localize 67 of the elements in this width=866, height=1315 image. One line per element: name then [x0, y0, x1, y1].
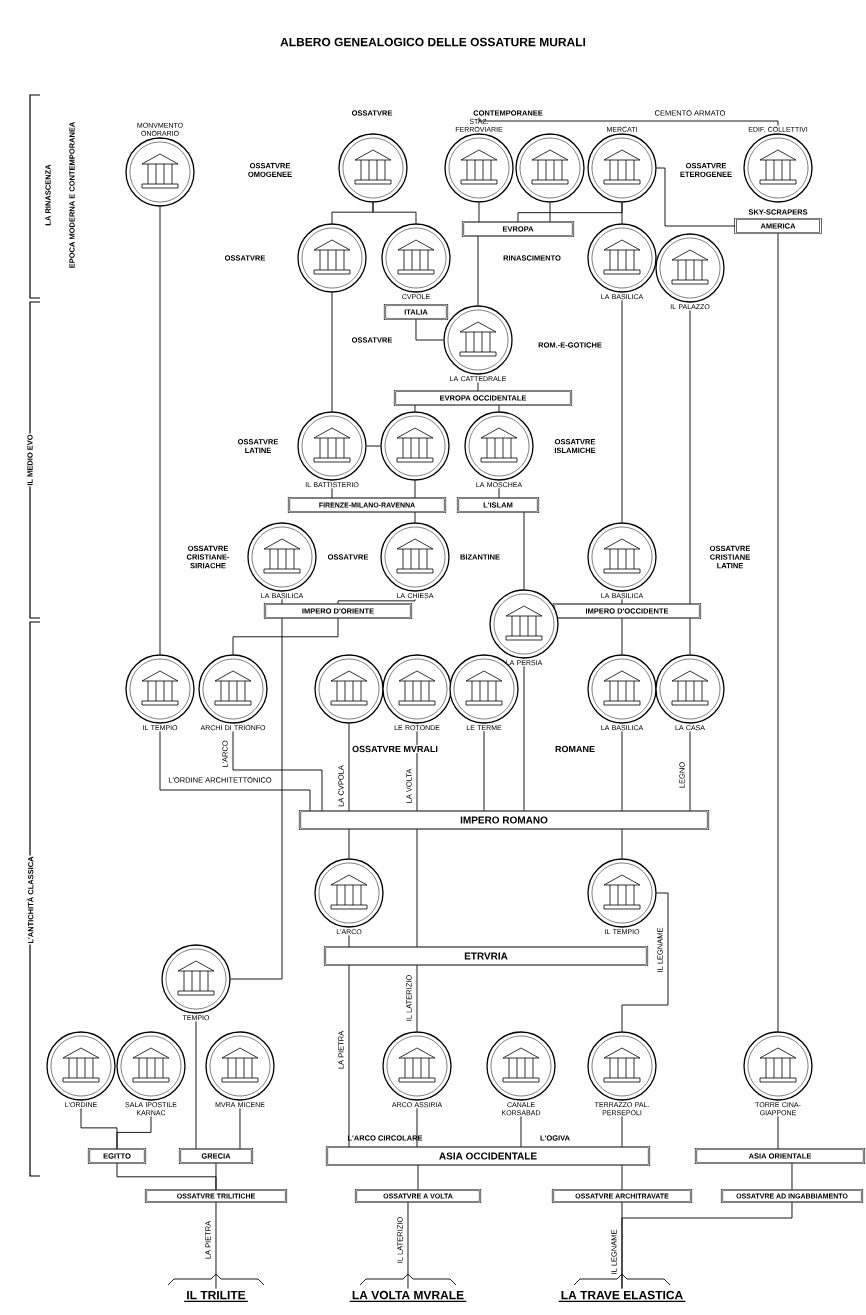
connector-line [239, 1107, 241, 1150]
connector-line [498, 487, 500, 499]
connector-line [621, 299, 623, 523]
connector-line [416, 730, 418, 812]
banner: ASIA OCCIDENTALE [325, 1145, 651, 1167]
connector-line [414, 480, 416, 499]
connector-line [549, 202, 551, 223]
connector-line [477, 235, 479, 306]
connector-line [621, 828, 623, 859]
connector-line [483, 730, 485, 812]
connector-line [366, 445, 381, 447]
connector-line [621, 1201, 623, 1289]
connector-line [348, 723, 350, 812]
connector-line [621, 617, 623, 655]
group-label: OSSATVRE MVRALI [351, 745, 439, 753]
connector-line [372, 202, 417, 224]
underlined-title: LA TRAVE ELASTICA [558, 1290, 686, 1303]
connector-line [689, 730, 691, 812]
connector-line [621, 730, 623, 812]
connector-line [416, 828, 418, 948]
connector-line [407, 1201, 409, 1289]
connector-line [281, 598, 283, 605]
connector-line [348, 934, 350, 948]
connector-line [621, 202, 623, 224]
connector-line [348, 828, 350, 859]
connector-line [621, 1115, 623, 1148]
title: ALBERO GENEALOGICO DELLE OSSATURE MURALI [280, 37, 586, 47]
connector-line [416, 1107, 418, 1148]
connector-line [498, 404, 500, 412]
connector-line [415, 318, 444, 341]
connector-line [331, 292, 333, 412]
connector-line [656, 167, 736, 227]
connector-line [337, 598, 416, 605]
connector-line [159, 206, 161, 655]
connector-line [621, 1164, 623, 1191]
connector-line [232, 617, 339, 655]
underlined-title: LA VOLTA MVRALE [349, 1290, 467, 1303]
underlined-title: IL TRILITE [183, 1290, 249, 1302]
connector-line [414, 511, 416, 523]
connector-line [331, 487, 333, 499]
connector-line [523, 665, 525, 812]
connector-line [416, 964, 418, 1032]
connector-line [215, 1162, 217, 1191]
connector-line [116, 1115, 152, 1150]
connector-line [777, 232, 779, 1032]
connector-line [195, 1020, 197, 1150]
connector-line [520, 1115, 522, 1148]
connector-line [777, 1115, 779, 1150]
banner: ETRVRIA [323, 945, 649, 967]
banner: IMPERO ROMANO [298, 809, 710, 831]
connector-line [478, 202, 480, 223]
group-label: ROMANE [555, 745, 595, 753]
connector-line [689, 309, 691, 605]
connector-line [417, 1164, 419, 1191]
connector-line [478, 117, 779, 127]
connector-line [621, 598, 623, 605]
connector-line [159, 730, 311, 812]
connector-line [523, 511, 525, 590]
connector-line [215, 1201, 217, 1290]
connector-line [791, 1162, 793, 1191]
connector-line [621, 892, 669, 1032]
connector-line [689, 617, 691, 655]
connector-line [477, 381, 479, 392]
connector-line [348, 964, 350, 1148]
connector-line [230, 617, 283, 980]
connector-line [414, 404, 416, 412]
connector-line [232, 730, 323, 812]
